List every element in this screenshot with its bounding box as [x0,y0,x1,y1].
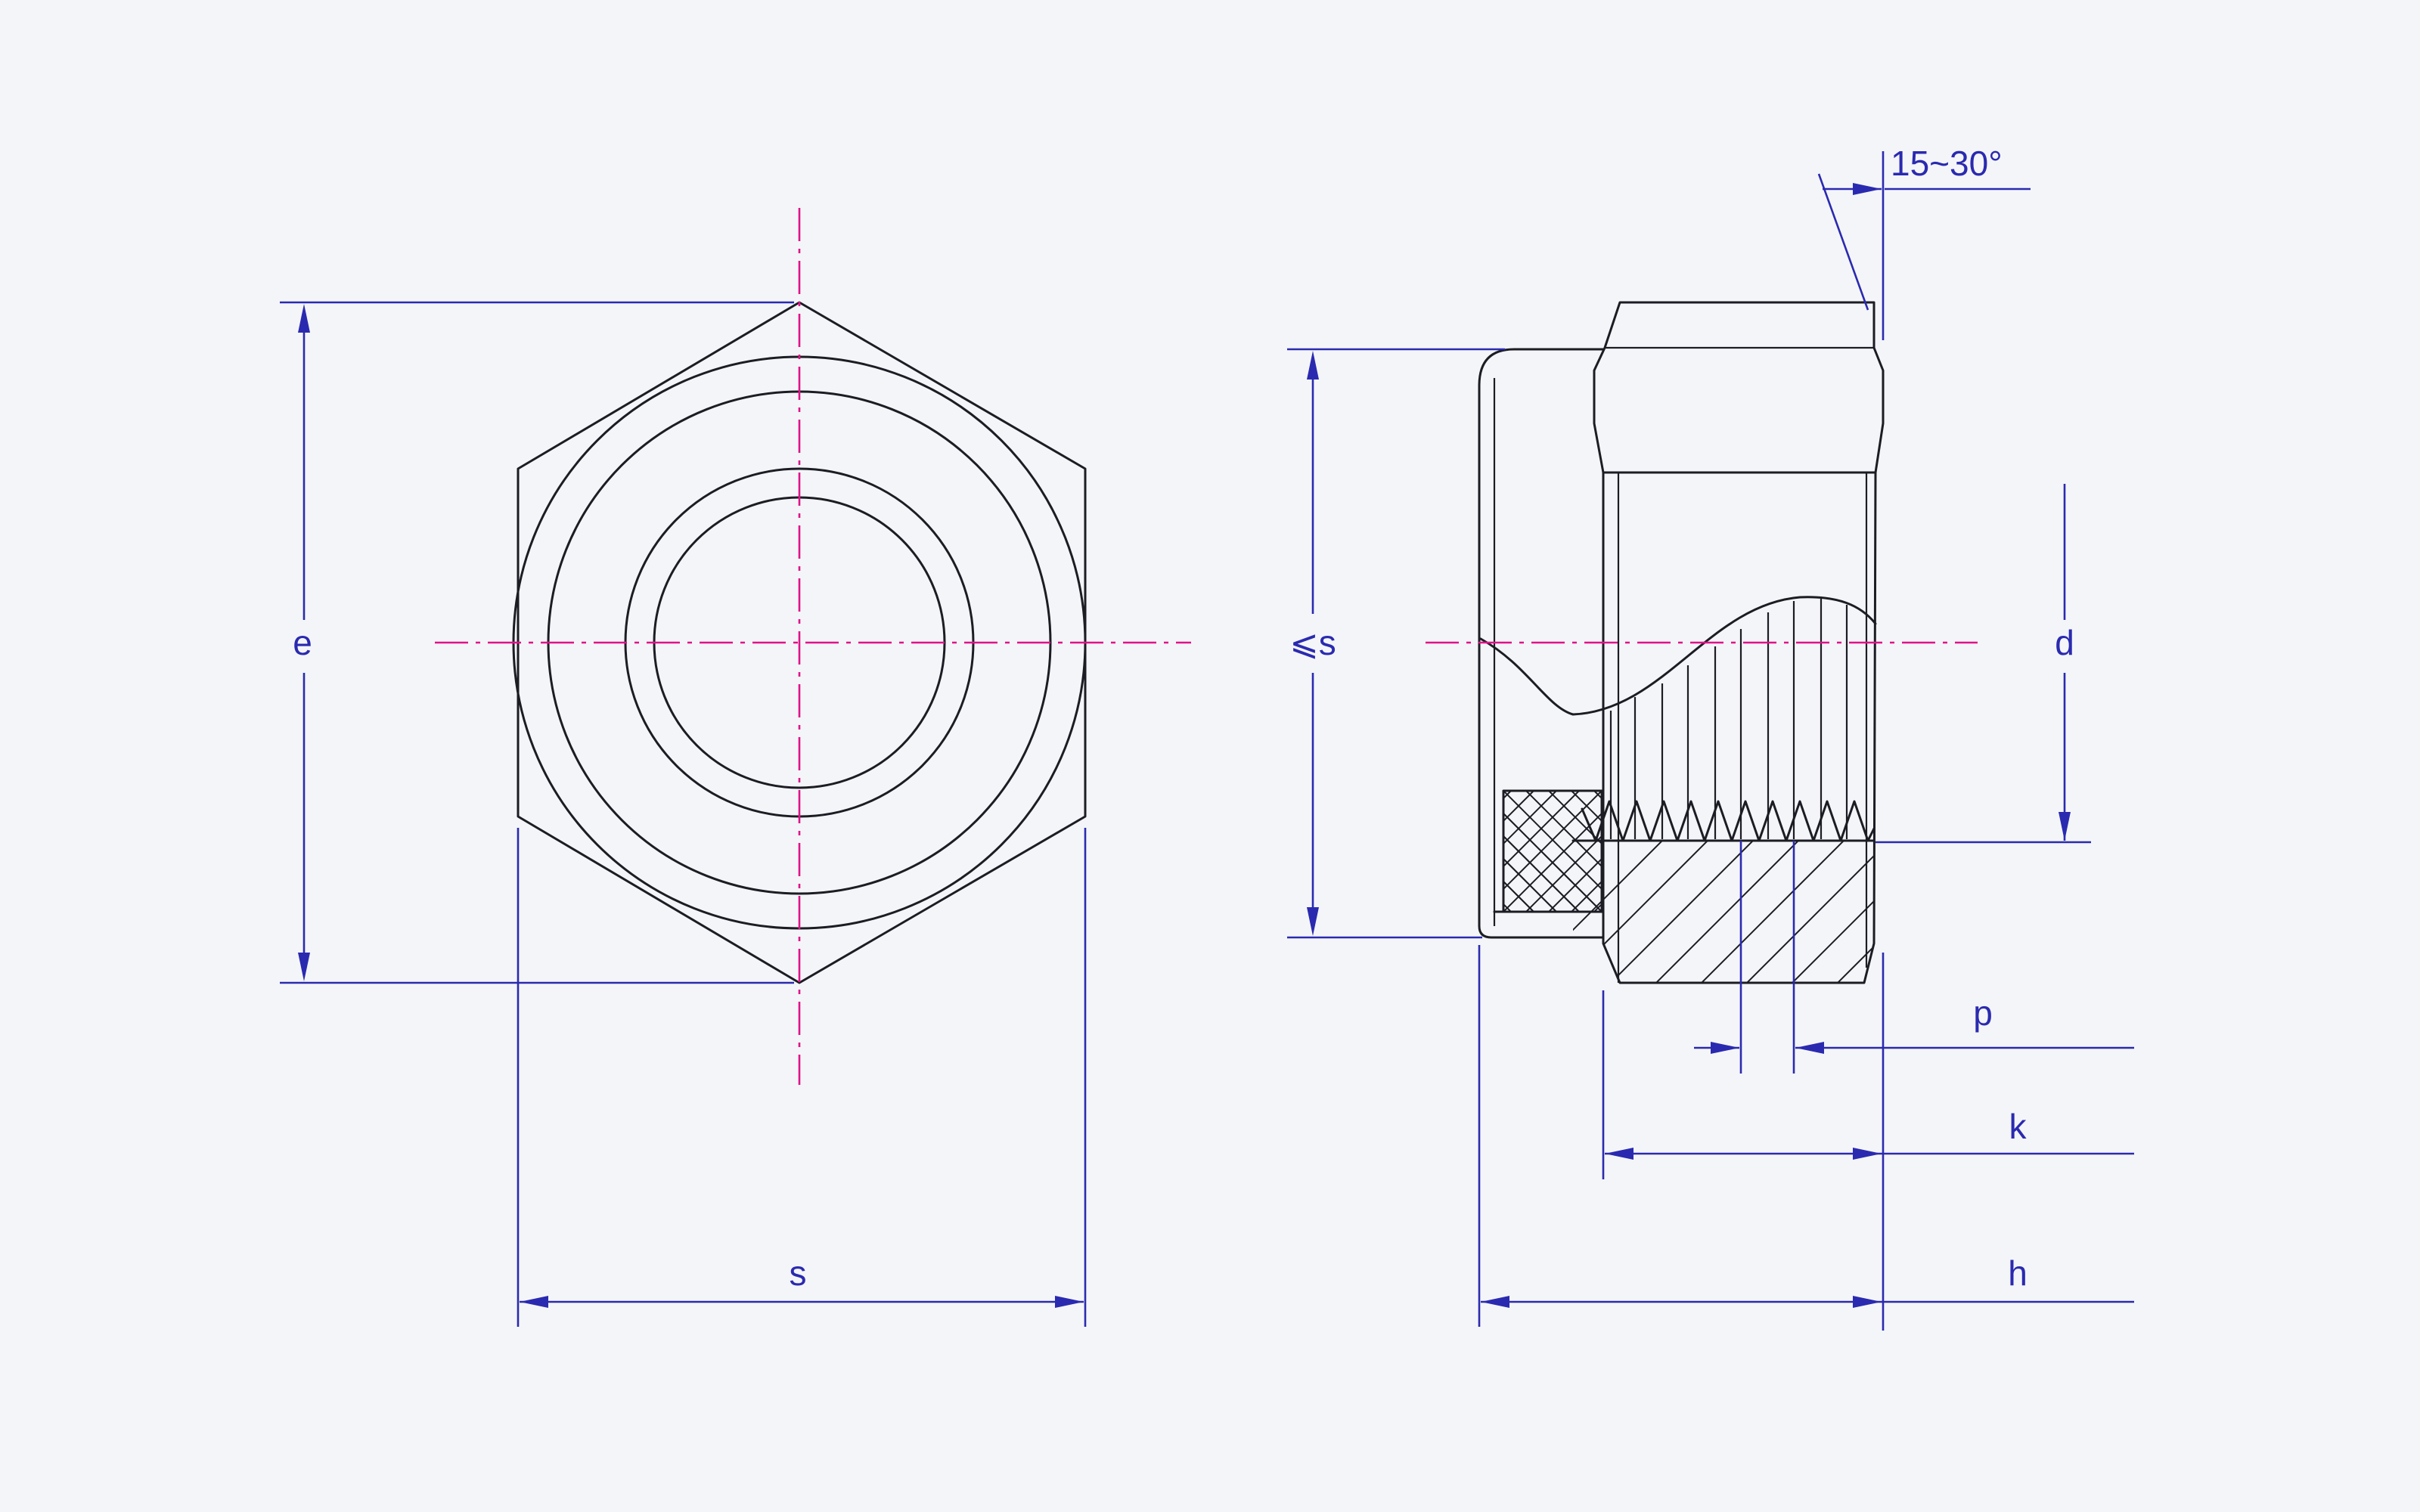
dimension-e: e [280,301,794,984]
insert-collar-outline [1478,348,1605,939]
dimension-label-e: e [293,623,312,662]
dimension-s-front: s [517,828,1087,1327]
dimension-p: p [1694,841,2134,1074]
body-section-hatch [1573,841,1874,983]
nylon-insert-section [1493,789,1605,913]
front-view [435,208,1191,1085]
hex-body-outline [1593,301,1885,984]
dimension-label-k: k [2009,1107,2028,1146]
dimension-label-angle: 15~30° [1891,144,2003,183]
dimension-label-p: p [1973,993,1993,1033]
dimension-s-side: ⩽s [1287,348,1505,939]
dimension-k: k [1602,953,2134,1331]
dimension-label-s-front: s [790,1253,807,1293]
dimension-d: d [1876,484,2091,844]
dimension-chamfer-angle: 15~30° [1817,144,2031,340]
thread-section-cut [1479,596,1877,716]
hex-outline [517,301,1087,984]
dimension-label-d: d [2055,623,2074,662]
dimension-label-s-side: ⩽s [1289,623,1336,662]
dimension-h: h [1478,945,2134,1327]
dimension-label-h: h [2008,1253,2028,1293]
side-view [1426,301,1978,984]
internal-threads [1571,599,1876,842]
